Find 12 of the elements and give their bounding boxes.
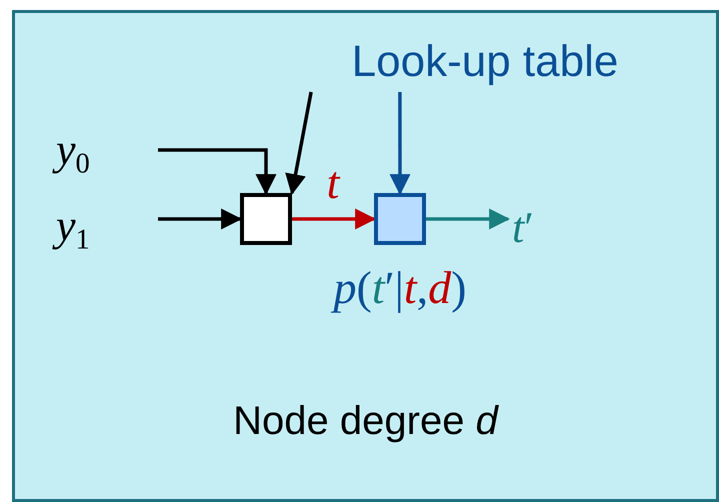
arrow <box>285 92 313 196</box>
caption-text: Node degree d <box>233 401 498 441</box>
arrow <box>292 208 376 230</box>
process-box <box>240 193 292 245</box>
arrow <box>389 92 410 196</box>
table-box <box>374 193 426 245</box>
arrow <box>158 208 242 230</box>
arrow <box>426 208 510 230</box>
panel-background <box>12 10 719 502</box>
label-text: t′ <box>512 206 534 250</box>
arrow <box>158 148 276 196</box>
label-text: Look-up table <box>352 40 618 84</box>
